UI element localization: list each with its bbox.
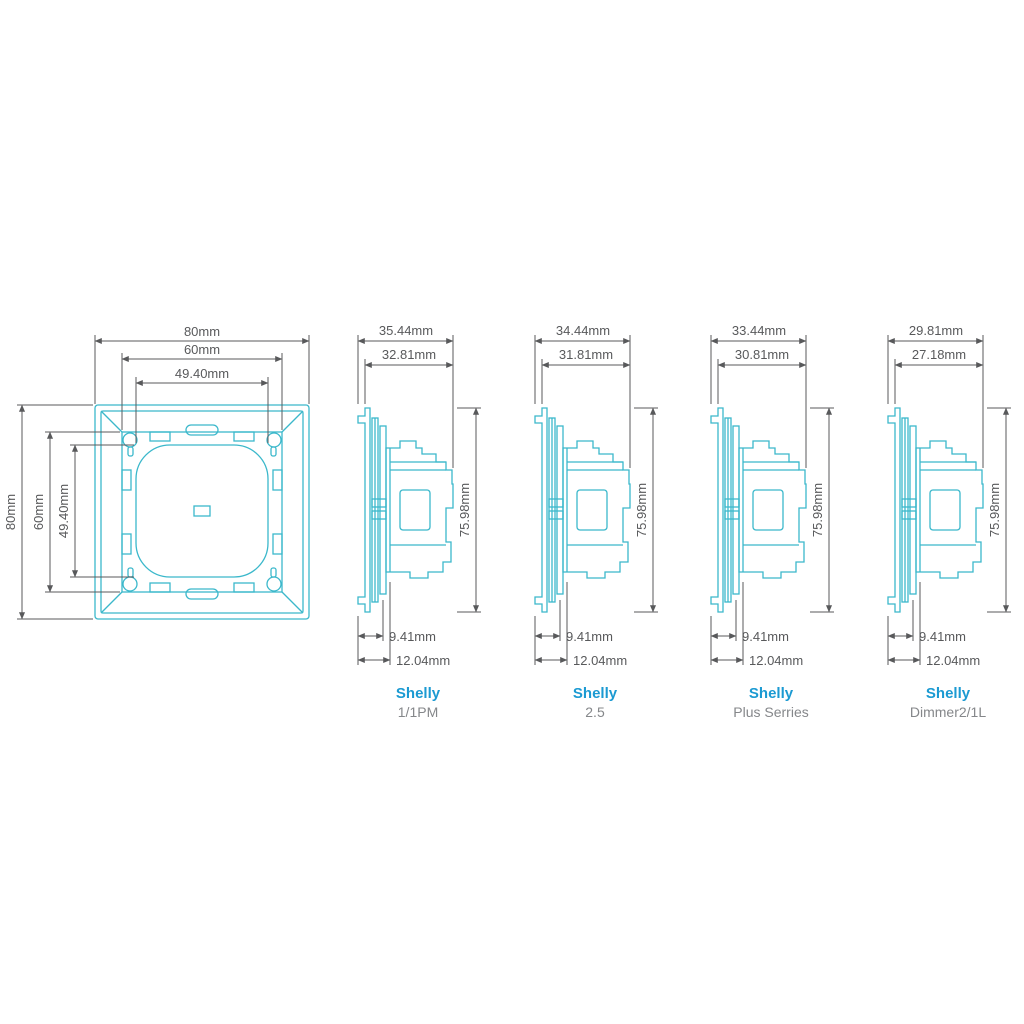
height-dim: 75.98mm bbox=[810, 483, 825, 537]
width-outer-dim: 33.44mm bbox=[732, 323, 786, 338]
device-drawing bbox=[887, 407, 984, 613]
width-outer-dim: 29.81mm bbox=[909, 323, 963, 338]
device-model-label: 2.5 bbox=[585, 704, 605, 720]
frame-width-mid-dim: 60mm bbox=[184, 342, 220, 357]
depth-inner-dim: 9.41mm bbox=[566, 629, 613, 644]
frame-height-inner-dim: 49.40mm bbox=[56, 484, 71, 538]
frame-inner-recess bbox=[121, 431, 283, 593]
width-outer-dim: 34.44mm bbox=[556, 323, 610, 338]
device-side-view-3: 33.44mm 30.81mm 75.98mm 9.41mm 12.04mm S… bbox=[710, 323, 834, 720]
device-side-view-4: 29.81mm 27.18mm 75.98mm 9.41mm 12.04mm S… bbox=[887, 323, 1011, 720]
device-drawing bbox=[534, 407, 631, 613]
device-brand-label: Shelly bbox=[573, 685, 618, 702]
frame-dimension-lines bbox=[17, 335, 310, 620]
device-side-view-2: 34.44mm 31.81mm 75.98mm 9.41mm 12.04mm S… bbox=[534, 323, 658, 720]
width-inner-dim: 27.18mm bbox=[912, 347, 966, 362]
depth-outer-dim: 12.04mm bbox=[573, 653, 627, 668]
device-drawing bbox=[357, 407, 454, 613]
depth-inner-dim: 9.41mm bbox=[389, 629, 436, 644]
depth-outer-dim: 12.04mm bbox=[749, 653, 803, 668]
frame-front-view: 80mm 60mm 49.40mm 80mm 60mm 49.40mm bbox=[3, 324, 310, 620]
depth-inner-dim: 9.41mm bbox=[742, 629, 789, 644]
frame-width-outer-dim: 80mm bbox=[184, 324, 220, 339]
frame-width-inner-dim: 49.40mm bbox=[175, 366, 229, 381]
device-brand-label: Shelly bbox=[749, 685, 794, 702]
width-inner-dim: 31.81mm bbox=[559, 347, 613, 362]
device-model-label: Dimmer2/1L bbox=[910, 704, 986, 720]
width-outer-dim: 35.44mm bbox=[379, 323, 433, 338]
center-clip bbox=[193, 505, 211, 517]
frame-height-mid-dim: 60mm bbox=[31, 494, 46, 530]
frame-clips bbox=[121, 431, 283, 593]
width-inner-dim: 30.81mm bbox=[735, 347, 789, 362]
depth-inner-dim: 9.41mm bbox=[919, 629, 966, 644]
device-brand-label: Shelly bbox=[396, 685, 441, 702]
depth-outer-dim: 12.04mm bbox=[926, 653, 980, 668]
frame-outline bbox=[94, 404, 310, 620]
device-model-label: Plus Serries bbox=[733, 704, 808, 720]
mounting-opening bbox=[135, 444, 269, 578]
width-inner-dim: 32.81mm bbox=[382, 347, 436, 362]
height-dim: 75.98mm bbox=[987, 483, 1002, 537]
device-drawing bbox=[710, 407, 807, 613]
height-dim: 75.98mm bbox=[634, 483, 649, 537]
frame-height-outer-dim: 80mm bbox=[3, 494, 18, 530]
wall-frame-drawing bbox=[94, 404, 310, 620]
device-brand-label: Shelly bbox=[926, 685, 971, 702]
device-side-view-1: 35.44mm 32.81mm 75.98mm 9.41mm 12.04mm S… bbox=[357, 323, 481, 720]
height-dim: 75.98mm bbox=[457, 483, 472, 537]
device-model-label: 1/1PM bbox=[398, 704, 438, 720]
depth-outer-dim: 12.04mm bbox=[396, 653, 450, 668]
